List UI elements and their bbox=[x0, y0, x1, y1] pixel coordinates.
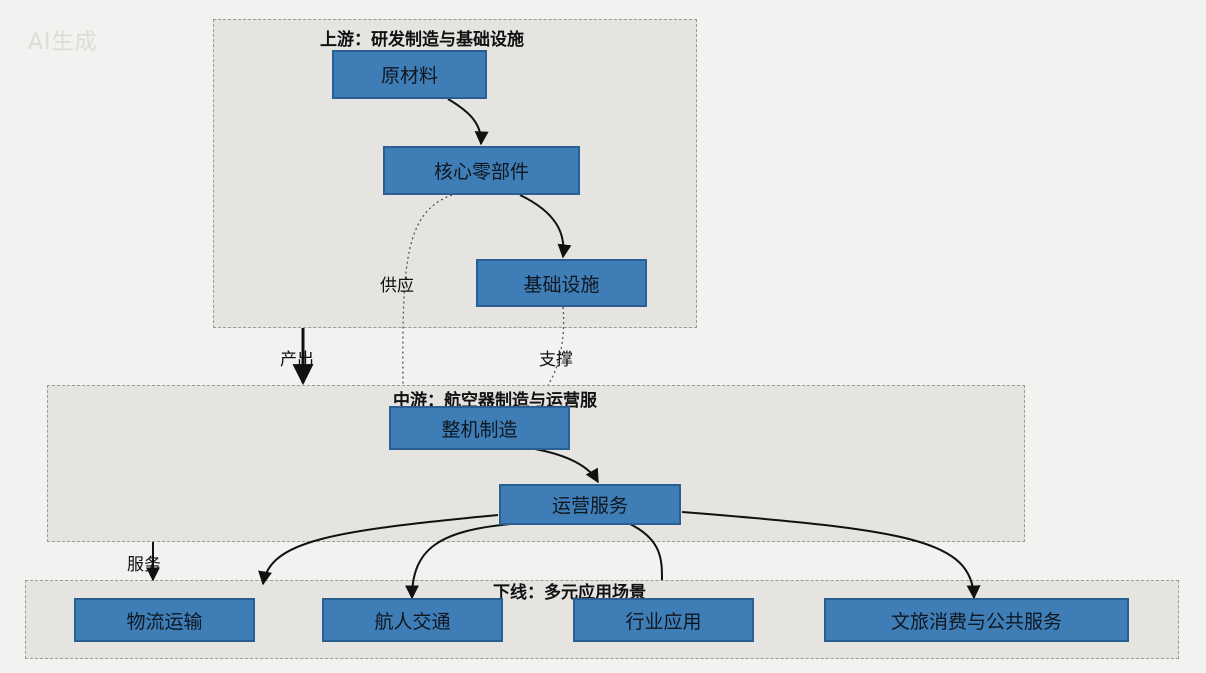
node-air-transport: 航人交通 bbox=[322, 598, 503, 642]
edge-manufacturing-to-operation bbox=[534, 448, 599, 484]
label-supply: 供应 bbox=[380, 276, 414, 296]
node-infrastructure: 基础设施 bbox=[476, 259, 647, 307]
edge-core-to-infra bbox=[519, 194, 572, 259]
edge-operation-to-air-transport bbox=[405, 523, 511, 600]
edge-support-dotted bbox=[547, 306, 565, 386]
edge-operation-to-industry bbox=[629, 523, 663, 581]
label-output: 产出 bbox=[280, 350, 314, 370]
edge-operation-to-logistics bbox=[258, 514, 499, 586]
edge-raw-to-core bbox=[447, 98, 489, 146]
upstream-title: 上游：研发制造与基础设施 bbox=[320, 30, 524, 50]
node-core-components: 核心零部件 bbox=[383, 146, 580, 195]
ai-generated-watermark: AI生成 bbox=[28, 30, 98, 55]
node-logistics: 物流运输 bbox=[74, 598, 255, 642]
node-aircraft-manufacturing: 整机制造 bbox=[389, 406, 570, 450]
edge-operation-to-tourism bbox=[681, 511, 981, 600]
node-operation-services: 运营服务 bbox=[499, 484, 681, 525]
node-raw-materials: 原材料 bbox=[332, 50, 487, 99]
edge-supply-dotted bbox=[402, 194, 453, 386]
label-service: 服务 bbox=[127, 555, 161, 575]
label-support: 支撑 bbox=[539, 350, 573, 370]
node-industry-application: 行业应用 bbox=[573, 598, 754, 642]
node-tourism-public-services: 文旅消费与公共服务 bbox=[824, 598, 1129, 642]
